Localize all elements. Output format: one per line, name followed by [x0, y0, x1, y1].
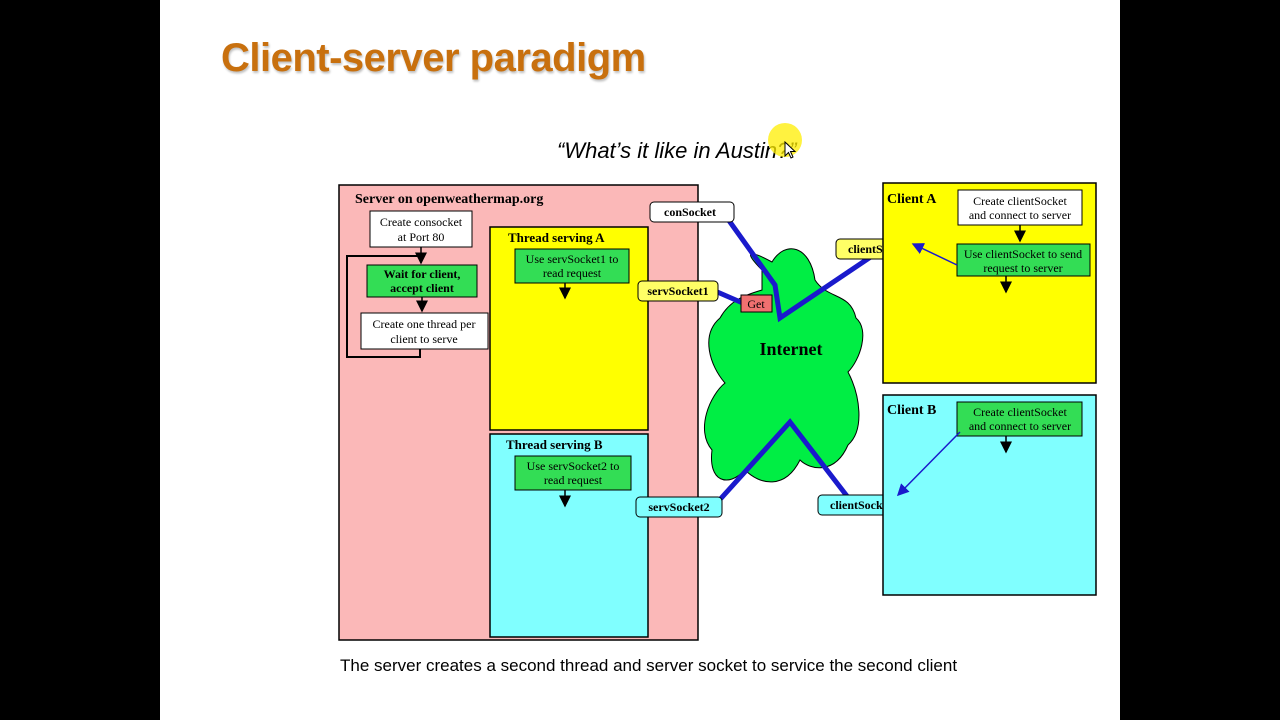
thread-a-action-text-1: Use servSocket1 to — [526, 252, 619, 266]
create-consocket-box — [369, 210, 473, 248]
slide-quote: “What’s it like in Austin?” — [557, 138, 797, 163]
create-consocket-text-2: at Port 80 — [398, 230, 445, 244]
client-a-create-text-1: Create clientSocket — [973, 194, 1067, 208]
create-thread-text-2: client to serve — [390, 332, 457, 346]
client-b-socket-pointer — [896, 431, 961, 497]
wait-accept-text-2: accept client — [390, 281, 454, 295]
client-a-create-text-2: and connect to server — [969, 208, 1071, 222]
create-consocket-text-1: Create consocket — [380, 215, 463, 229]
thread-b-label: Thread serving B — [506, 437, 603, 452]
connection-servsocket1 — [714, 288, 746, 307]
client-b-create-text-2: and connect to server — [969, 419, 1071, 433]
thread-b-action-box — [514, 455, 632, 491]
client-b-label: Client B — [887, 403, 936, 418]
servsocket2-tag — [635, 496, 723, 518]
client-a-label: Client A — [887, 192, 937, 207]
clientsocket-b-label: clientSocket — [830, 498, 892, 512]
mouse-cursor-icon — [784, 141, 796, 159]
servsocket1-tag — [637, 280, 719, 302]
thread-b-action-text-1: Use servSocket2 to — [527, 459, 620, 473]
client-b-create-box — [956, 401, 1083, 437]
client-a-socket-pointer — [911, 243, 958, 266]
get-box — [740, 294, 773, 313]
servsocket1-label: servSocket1 — [647, 284, 708, 298]
client-server-diagram: Server on openweathermap.org Create cons… — [338, 182, 1097, 641]
consocket-label: conSocket — [664, 205, 716, 219]
servsocket2-label: servSocket2 — [648, 500, 709, 514]
thread-a-action-text-2: read request — [543, 266, 602, 280]
client-a-send-text-1: Use clientSocket to send — [964, 247, 1082, 261]
internet-label: Internet — [760, 339, 823, 359]
consocket-tag — [649, 201, 735, 223]
client-a-send-box — [956, 243, 1091, 277]
create-thread-text-1: Create one thread per — [373, 317, 476, 331]
thread-a-action-box — [514, 248, 630, 284]
connection-b — [713, 418, 852, 507]
client-a-create-box — [957, 189, 1083, 226]
slide-caption: The server creates a second thread and s… — [340, 656, 958, 675]
wait-accept-box — [366, 264, 478, 298]
connection-a — [722, 213, 877, 323]
client-b-create-text-1: Create clientSocket — [973, 405, 1067, 419]
thread-a-label: Thread serving A — [508, 230, 605, 245]
thread-b-action-text-2: read request — [544, 473, 603, 487]
slide: Client-server paradigm “What’s it like i… — [160, 0, 1120, 720]
wait-accept-text-1: Wait for client, — [384, 267, 461, 281]
get-label: Get — [747, 297, 765, 311]
server-label: Server on openweathermap.org — [355, 192, 543, 207]
internet-cloud — [703, 248, 864, 483]
loop-back-line — [346, 255, 421, 358]
create-thread-box — [360, 312, 489, 350]
slide-title: Client-server paradigm — [221, 36, 646, 80]
client-a-send-text-2: request to server — [983, 261, 1062, 275]
